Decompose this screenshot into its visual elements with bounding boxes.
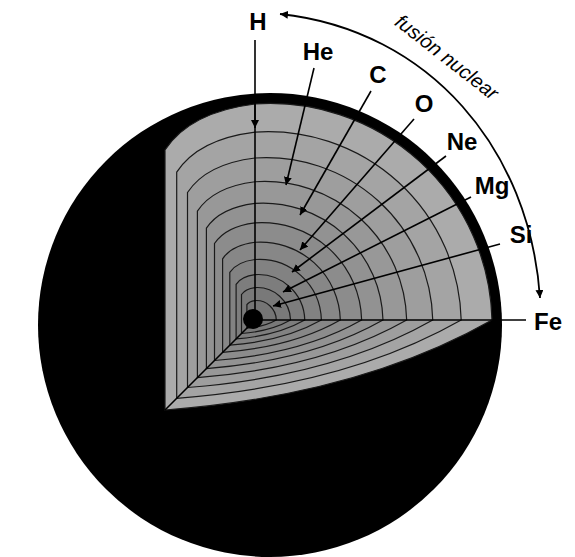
element-label: Mg xyxy=(475,174,510,198)
element-label: Fe xyxy=(534,310,562,334)
element-label: H xyxy=(249,10,266,34)
element-label: Ne xyxy=(447,130,478,154)
process-label: fusión nuclear xyxy=(392,11,502,103)
element-label: Si xyxy=(510,223,533,247)
element-label: He xyxy=(303,40,334,64)
element-label: O xyxy=(415,92,434,116)
cut-axes xyxy=(165,104,255,410)
fusion-arrow xyxy=(280,14,540,298)
shell-layers xyxy=(165,103,492,410)
star-sphere xyxy=(38,93,502,557)
iron-core xyxy=(243,309,263,329)
element-label: C xyxy=(369,63,386,87)
